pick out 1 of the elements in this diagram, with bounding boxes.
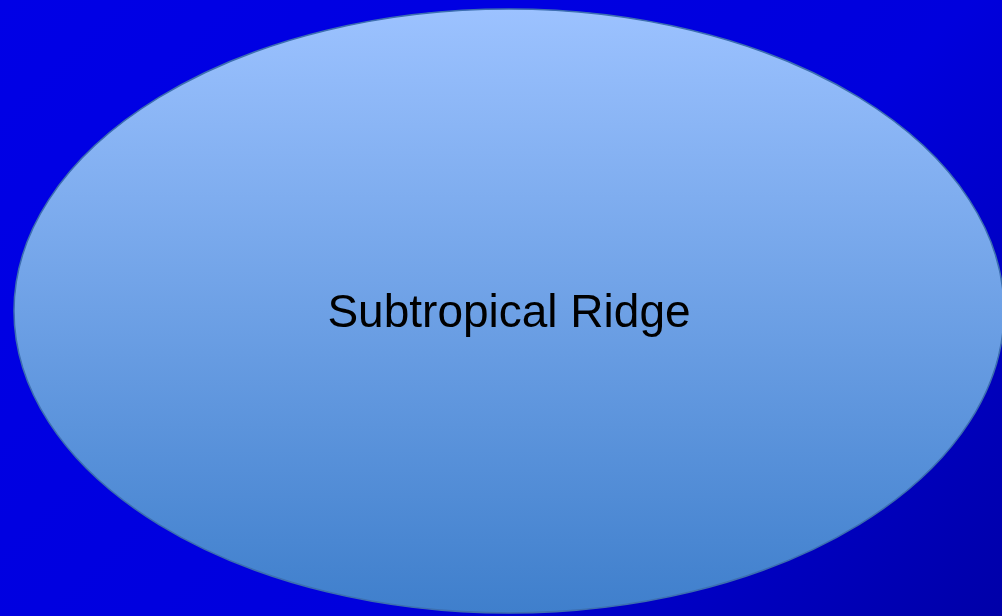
node-label: Subtropical Ridge [327,284,691,338]
